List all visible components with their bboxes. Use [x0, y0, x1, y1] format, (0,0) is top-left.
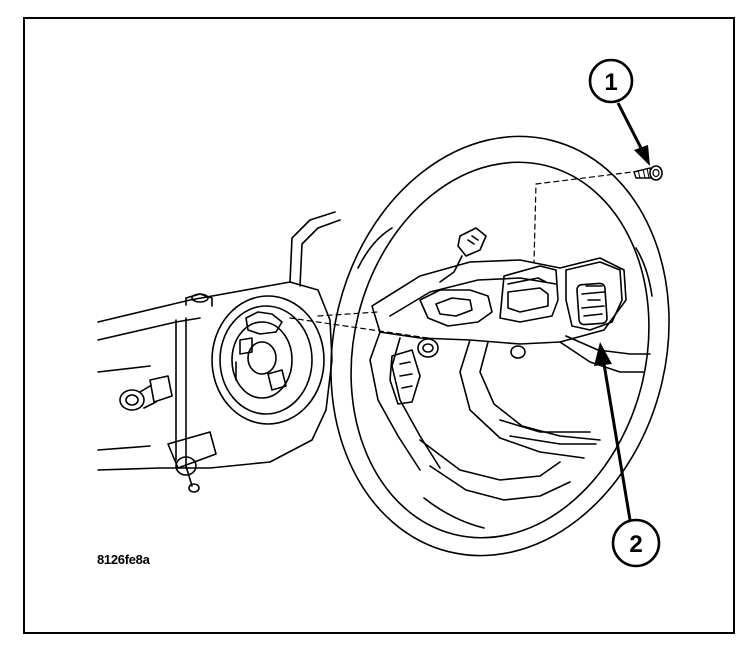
- callout-1: 1: [588, 58, 650, 166]
- callout-2-label: 2: [629, 531, 642, 558]
- callout-2: 2: [594, 342, 661, 568]
- steering-column: [97, 211, 341, 471]
- callout-1-label: 1: [604, 69, 617, 96]
- column-switches: [119, 375, 217, 493]
- screw-icon: [633, 165, 663, 181]
- steering-wheel-hub: [371, 227, 627, 345]
- figure-frame: [23, 17, 735, 634]
- alignment-lines: [289, 169, 649, 339]
- figure-id-label: 8126fe8a: [97, 552, 150, 567]
- steering-wheel-spokes: [369, 331, 651, 501]
- clockspring: [211, 295, 325, 425]
- steering-wheel-rim: [330, 135, 670, 557]
